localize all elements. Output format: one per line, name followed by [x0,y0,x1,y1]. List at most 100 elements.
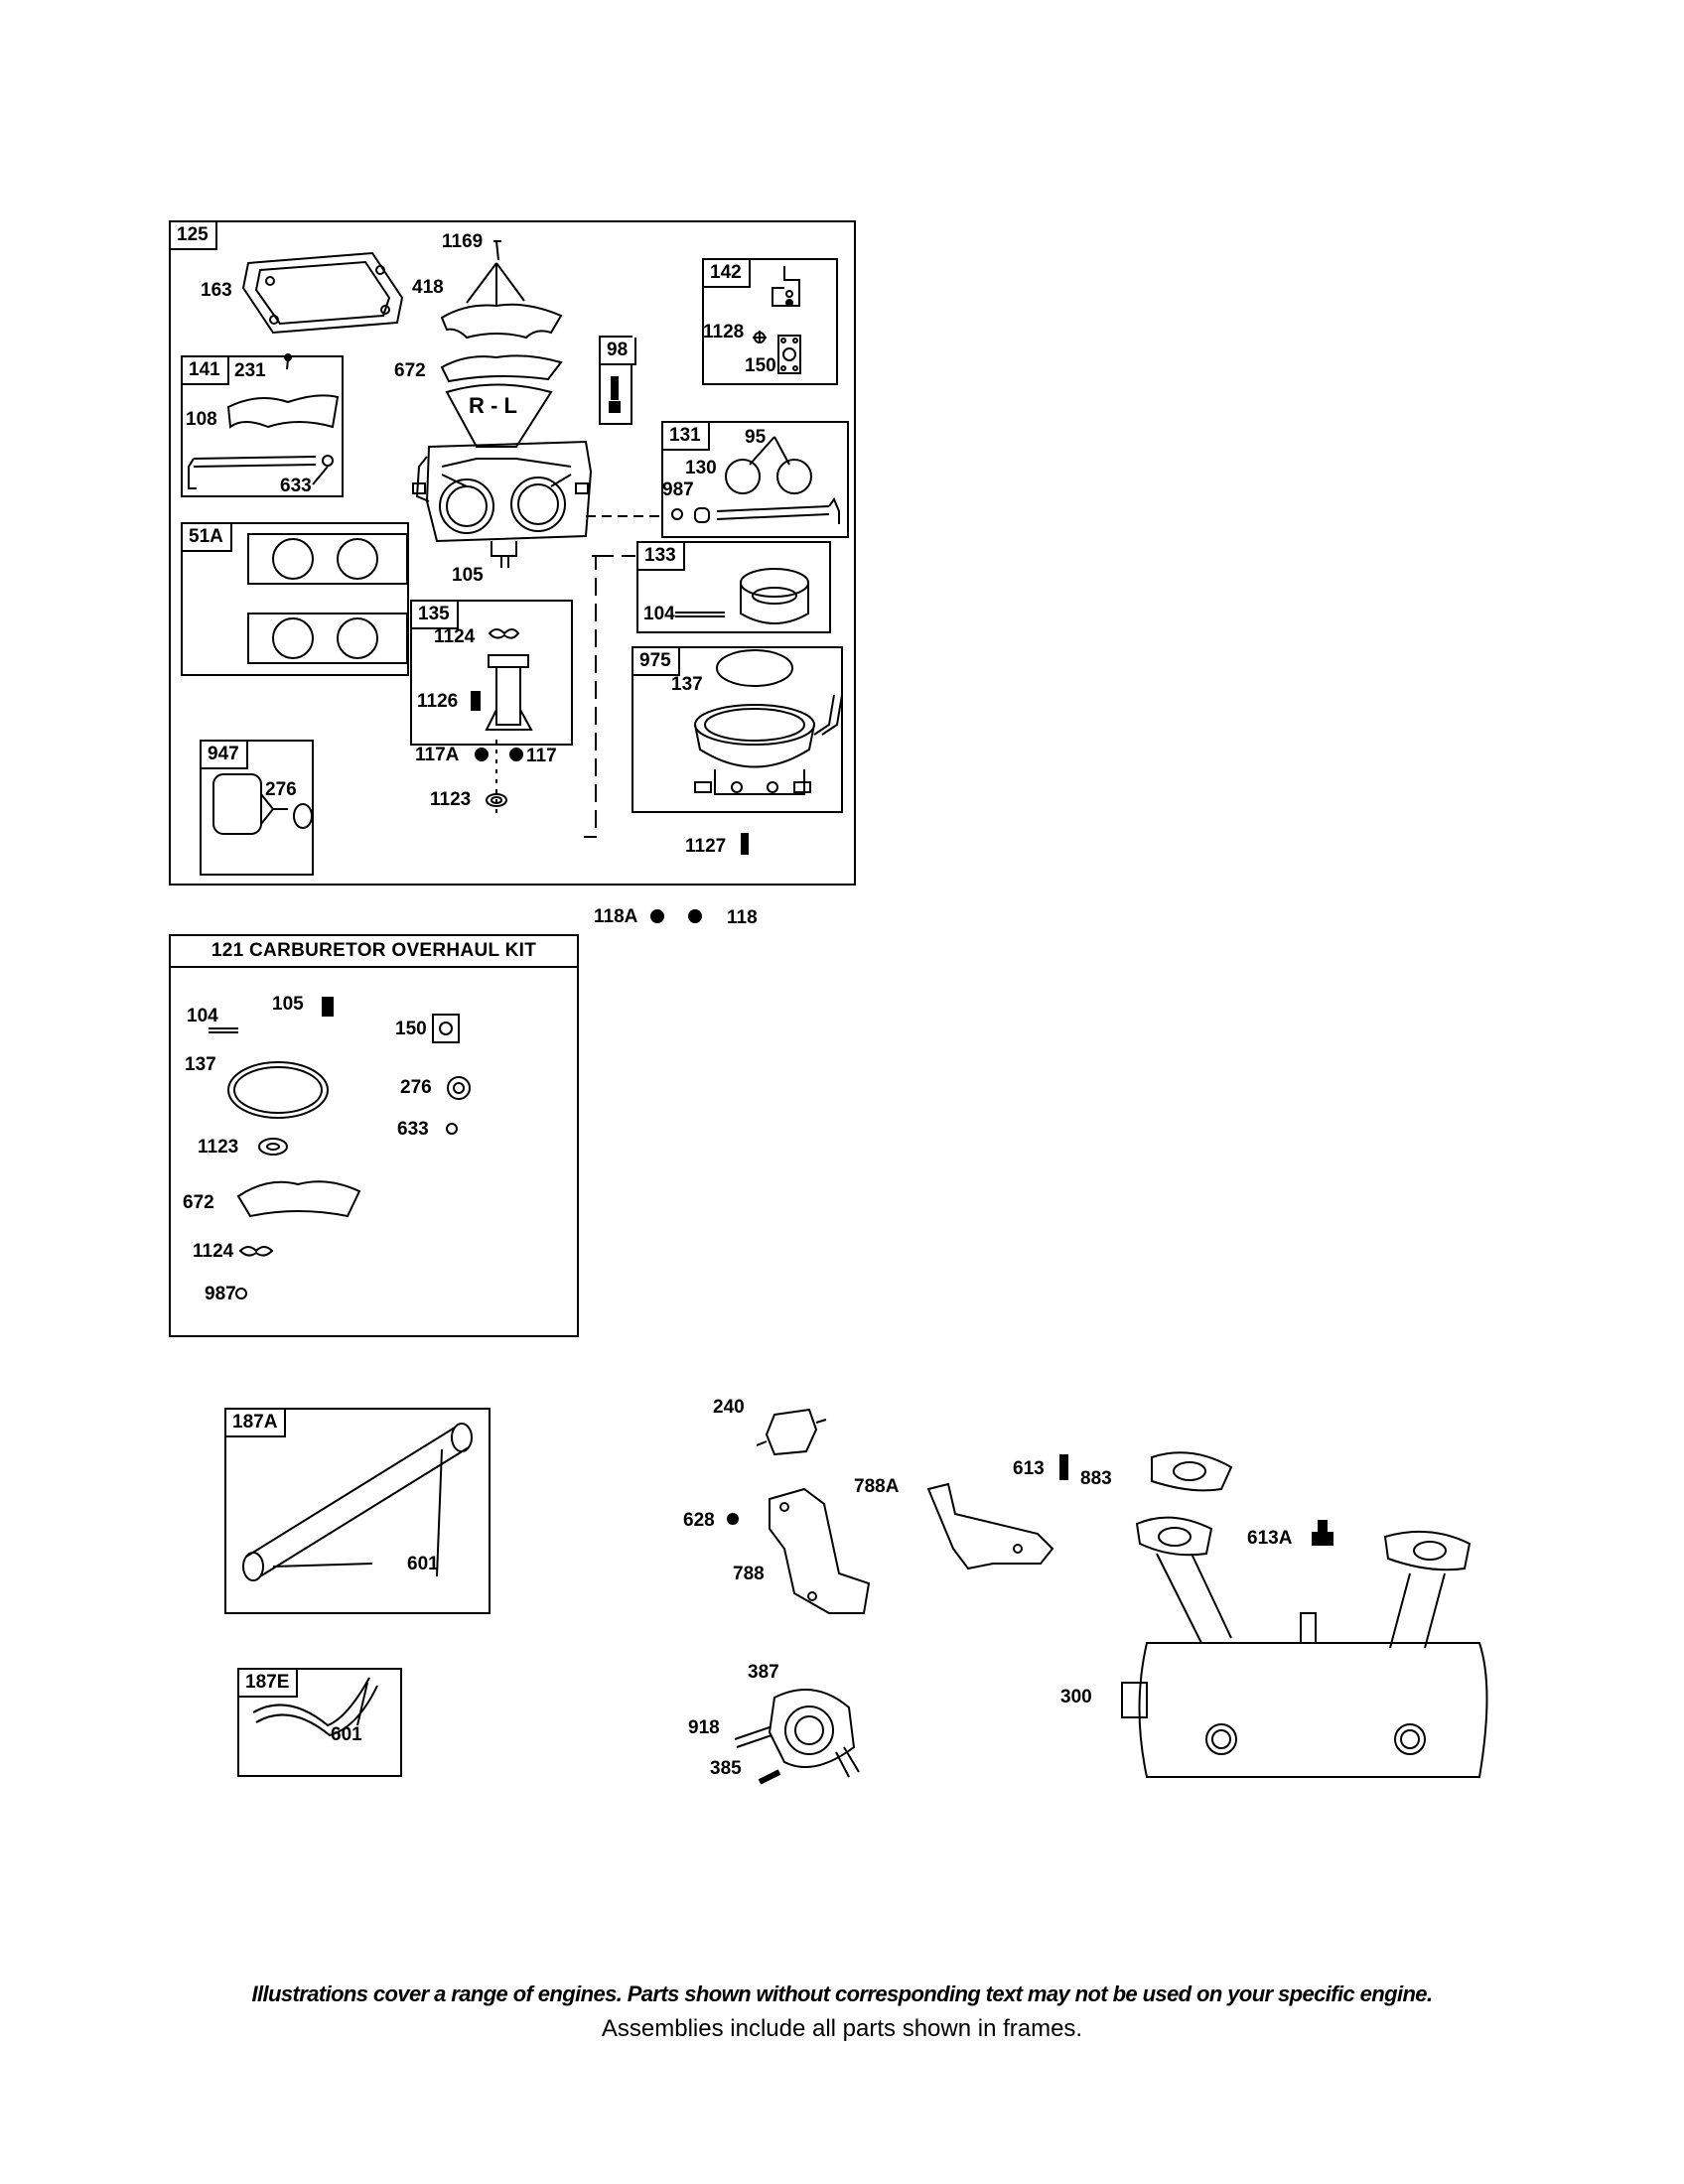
part-141-choke-drawing [188,353,340,489]
frame-131-tag: 131 [663,423,710,451]
part-135-float-drawing [471,628,533,731]
part-1127-screw-drawing [741,833,749,855]
frame-947-tag: 947 [202,742,248,769]
part-187e-tube-drawing [252,1677,378,1737]
label-918: 918 [688,1717,720,1738]
part-118-jets-drawing [650,909,702,923]
frame-975-bowl-body: 975 [632,646,843,813]
part-187a-tube-drawing [242,1423,473,1581]
label-788: 788 [733,1564,765,1584]
part-613-bolt-drawing [1059,1454,1068,1480]
label-601-e: 601 [331,1724,362,1745]
label-672: 672 [394,360,426,381]
label-601-a: 601 [407,1554,439,1574]
label-130: 130 [685,458,717,478]
frame-187e-tag: 187E [239,1670,299,1698]
part-300-muffler-drawing [1121,1516,1488,1778]
label-1128: 1128 [703,322,745,342]
part-131-shaft-drawing [586,436,840,524]
label-1124: 1124 [434,626,476,647]
part-672-gasket-drawing [440,354,563,383]
kit-label-104: 104 [187,1006,218,1026]
frame-98-jet: 98 [599,336,637,425]
frame-141-tag: 141 [183,357,229,385]
label-240: 240 [713,1397,745,1418]
frame-947-solenoid: 947 [200,740,314,876]
frame-131-shaft: 131 [661,421,849,538]
kit-title: 121 CARBURETOR OVERHAUL KIT [171,936,577,968]
frame-142-tag: 142 [704,260,751,288]
kit-label-672: 672 [183,1192,214,1213]
frame-51a-gaskets: 51A [181,522,409,676]
label-1127: 1127 [685,836,727,857]
label-104: 104 [643,604,675,624]
part-883-gasket-drawing [1151,1451,1233,1492]
frame-187e-tube: 187E [237,1668,402,1777]
part-418-plate-drawing [440,240,563,340]
frame-135-float: 135 [410,600,573,746]
kit-label-1123: 1123 [198,1137,239,1158]
label-105: 105 [452,565,484,586]
part-385-screw-drawing [758,1769,781,1785]
carburetor-body-drawing [412,383,593,568]
kit-label-987: 987 [205,1284,236,1304]
label-613a: 613A [1247,1528,1293,1549]
frame-125-tag: 125 [171,222,217,250]
assemblies-note: Assemblies include all parts shown in fr… [601,2015,1083,2042]
label-613: 613 [1013,1458,1045,1479]
part-133-bowl-drawing [584,555,809,838]
kit-label-150: 150 [395,1019,427,1039]
frame-135-tag: 135 [412,602,459,629]
part-387-fuel-pump-drawing [768,1689,860,1778]
part-163-gasket-drawing [241,251,404,335]
label-163: 163 [201,280,232,301]
label-300: 300 [1060,1687,1092,1707]
kit-label-276: 276 [400,1077,432,1098]
frame-51a-tag: 51A [183,524,232,552]
part-788-bracket-drawing [727,1487,871,1614]
kit-label-105: 105 [272,994,304,1015]
frame-142-plate: 142 [702,258,838,385]
label-231: 231 [234,360,266,381]
frame-125-carburetor: 125 [169,220,856,886]
kit-label-633: 633 [397,1119,429,1140]
label-385: 385 [710,1758,742,1779]
part-613a-bolt-drawing [1312,1520,1333,1546]
label-987: 987 [662,479,694,500]
label-387: 387 [748,1662,779,1683]
frame-133-tag: 133 [638,543,685,571]
frame-187a-tag: 187A [226,1410,287,1437]
part-918-hose-drawing [734,1726,772,1748]
label-1169: 1169 [442,231,484,252]
label-137: 137 [671,674,703,695]
part-98-jet-drawing [609,376,621,413]
label-118: 118 [727,907,758,928]
kit-label-137: 137 [185,1054,216,1075]
part-975-bowl-body-drawing [694,649,843,795]
label-118a: 118A [594,906,638,927]
label-883: 883 [1080,1468,1112,1489]
kit-items-drawing [209,997,471,1299]
label-276: 276 [265,779,297,800]
frame-121-overhaul-kit: 121 CARBURETOR OVERHAUL KIT [169,934,579,1337]
label-117a: 117A [415,745,460,765]
frame-98-tag: 98 [601,338,637,365]
label-95: 95 [745,427,767,448]
part-117-jets-drawing [475,740,523,819]
label-108: 108 [186,409,217,430]
label-150: 150 [745,355,776,376]
part-788a-bracket-drawing [926,1482,1054,1570]
frame-141-choke: 141 [181,355,344,497]
label-633: 633 [280,476,312,496]
label-1123: 1123 [430,789,472,810]
label-117: 117 [526,746,557,766]
rl-marking: R - L [469,393,517,418]
kit-label-1124: 1124 [193,1241,234,1262]
part-142-plate-drawing [753,266,801,374]
label-418: 418 [412,277,444,298]
label-788a: 788A [854,1476,900,1497]
part-240-filter-drawing [756,1408,827,1456]
frame-975-tag: 975 [633,648,680,676]
disclaimer-note: Illustrations cover a range of engines. … [251,1981,1434,2006]
